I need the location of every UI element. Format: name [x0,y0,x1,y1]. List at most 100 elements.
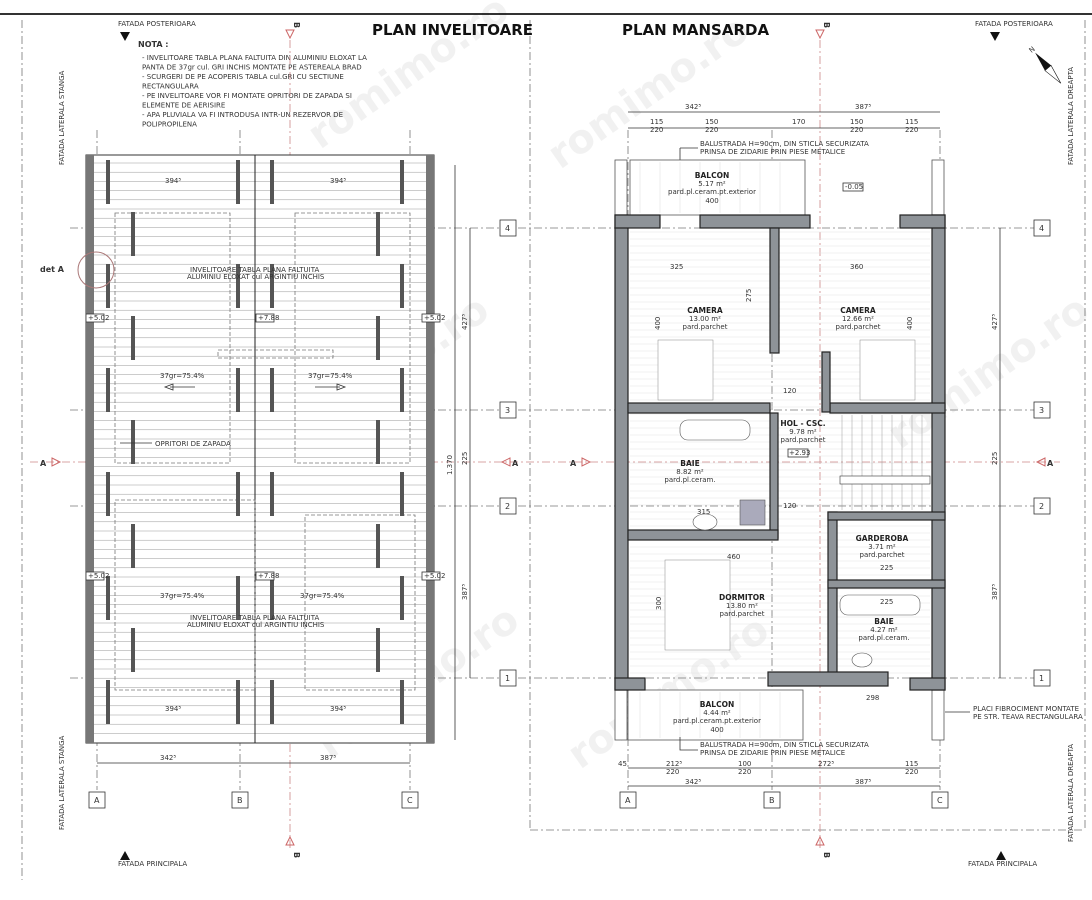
snow-guard [131,420,135,464]
snow-guard [400,368,404,412]
grid-col-marker [401,791,419,809]
svg-text:315: 315 [697,508,710,516]
svg-text:CAMERA: CAMERA [687,306,723,315]
svg-text:FATADA POSTERIOARA: FATADA POSTERIOARA [975,20,1053,28]
snow-guard [106,264,110,308]
snow-guard [106,472,110,516]
svg-text:37gr=75.4%: 37gr=75.4% [300,592,345,600]
svg-text:pard.pl.ceram.: pard.pl.ceram. [664,476,715,484]
svg-text:B: B [292,22,301,28]
svg-text:387⁵: 387⁵ [991,584,999,600]
dimension-value: 115 [905,118,918,126]
note-line: - SCURGERI DE PE ACOPERIS TABLA cul.GRI … [142,73,344,81]
grid-col-marker [88,791,106,809]
bed [657,339,714,401]
note-line: - INVELITOARE TABLA PLANA FALTUITA DIN A… [142,54,367,62]
snow-guard [131,524,135,568]
svg-text:4.27 m²: 4.27 m² [870,626,898,634]
svg-text:BAIE: BAIE [680,459,699,468]
attic-plan-title: PLAN MANSARDA [622,21,769,39]
snow-guard [236,160,240,204]
snow-guard [236,680,240,724]
grid-row-marker [1033,401,1051,419]
snow-guard [270,680,274,724]
svg-text:342⁵: 342⁵ [685,103,701,111]
svg-text:1: 1 [1039,674,1044,683]
svg-text:+5.02: +5.02 [88,314,109,322]
detail-circle [77,251,115,289]
svg-text:394⁵: 394⁵ [330,177,346,185]
snow-guard [270,472,274,516]
roof-plan-title: PLAN INVELITOARE [372,21,533,39]
svg-text:BALCON: BALCON [695,171,729,180]
north-arrow-icon: N [1028,45,1062,84]
grid-row-marker [1033,669,1051,687]
note-line: - PE INVELITOARE VOR FI MONTATE OPRITORI… [142,92,352,100]
svg-text:pard.pl.ceram.pt.exterior: pard.pl.ceram.pt.exterior [673,717,761,725]
snow-guard [400,576,404,620]
snow-guard [270,160,274,204]
note-line: RECTANGULARA [142,83,199,91]
svg-text:225: 225 [991,452,999,465]
svg-text:225: 225 [880,598,893,606]
svg-text:460: 460 [727,553,740,561]
svg-text:pard.pl.ceram.: pard.pl.ceram. [858,634,909,642]
dimension-value: 100 [738,760,751,768]
snow-guard [376,524,380,568]
snow-guards-label: OPRITORI DE ZAPADA [155,440,231,448]
svg-text:A: A [1047,459,1054,468]
svg-text:400: 400 [906,317,914,330]
svg-text:37gr=75.4%: 37gr=75.4% [160,592,205,600]
bathtub [679,419,751,441]
dimension-value: 115 [650,118,663,126]
svg-text:B: B [769,796,775,805]
note-line: PANTA DE 37gr cul. GRI INCHIS MONTATE PE… [142,64,362,72]
svg-text:B: B [822,852,831,858]
svg-text:BALUSTRADA H=90cm, DIN STICLA: BALUSTRADA H=90cm, DIN STICLA SECURIZATA [700,741,869,749]
dimension-value: 220 [905,126,918,134]
svg-text:394⁵: 394⁵ [165,177,181,185]
grid-row-marker [1033,497,1051,515]
svg-text:394⁵: 394⁵ [165,705,181,713]
svg-text:13.80 m²: 13.80 m² [726,602,758,610]
detail-label: det A [40,265,65,274]
grid-col-marker [231,791,249,809]
snow-guard [376,212,380,256]
svg-text:DORMITOR: DORMITOR [719,593,765,602]
svg-text:9.78 m²: 9.78 m² [789,428,817,436]
dimension-value: 212⁵ [666,760,682,768]
dimension-value: 220 [650,126,663,134]
dimension-value: 220 [905,768,918,776]
dimension-value: 115 [905,760,918,768]
svg-text:INVELITOARE TABLA PLANA FALTUI: INVELITOARE TABLA PLANA FALTUITA [190,614,319,622]
svg-text:B: B [237,796,243,805]
roof-slope: 37gr=75.4% [160,372,205,380]
svg-text:ALUMINIU ELOXAT cul ARGINTIU I: ALUMINIU ELOXAT cul ARGINTIU INCHIS [187,273,325,281]
svg-text:FATADA POSTERIOARA: FATADA POSTERIOARA [118,20,196,28]
svg-text:400: 400 [705,197,718,205]
facade-labels: FATADA POSTERIOARA FATADA PRINCIPALA FAT… [58,20,1075,868]
svg-text:2: 2 [505,502,510,511]
snow-guards [106,160,404,724]
snow-guard [376,628,380,672]
svg-text:300: 300 [655,597,663,610]
svg-text:PE STR. TEAVA RECTANGULARA: PE STR. TEAVA RECTANGULARA [973,713,1083,721]
svg-text:pard.parchet: pard.parchet [720,610,765,618]
dimension-value: 220 [850,126,863,134]
snow-guard [236,576,240,620]
svg-text:8.82 m²: 8.82 m² [676,468,704,476]
svg-text:12.66 m²: 12.66 m² [842,315,874,323]
svg-text:A: A [570,459,577,468]
snow-guard [376,420,380,464]
dimension-value: 272⁵ [818,760,834,768]
shower [739,499,766,526]
dimension-value: 220 [705,126,718,134]
svg-text:FATADA LATERALA DREAPTA: FATADA LATERALA DREAPTA [1067,744,1075,842]
svg-text:+7.88: +7.88 [258,572,279,580]
